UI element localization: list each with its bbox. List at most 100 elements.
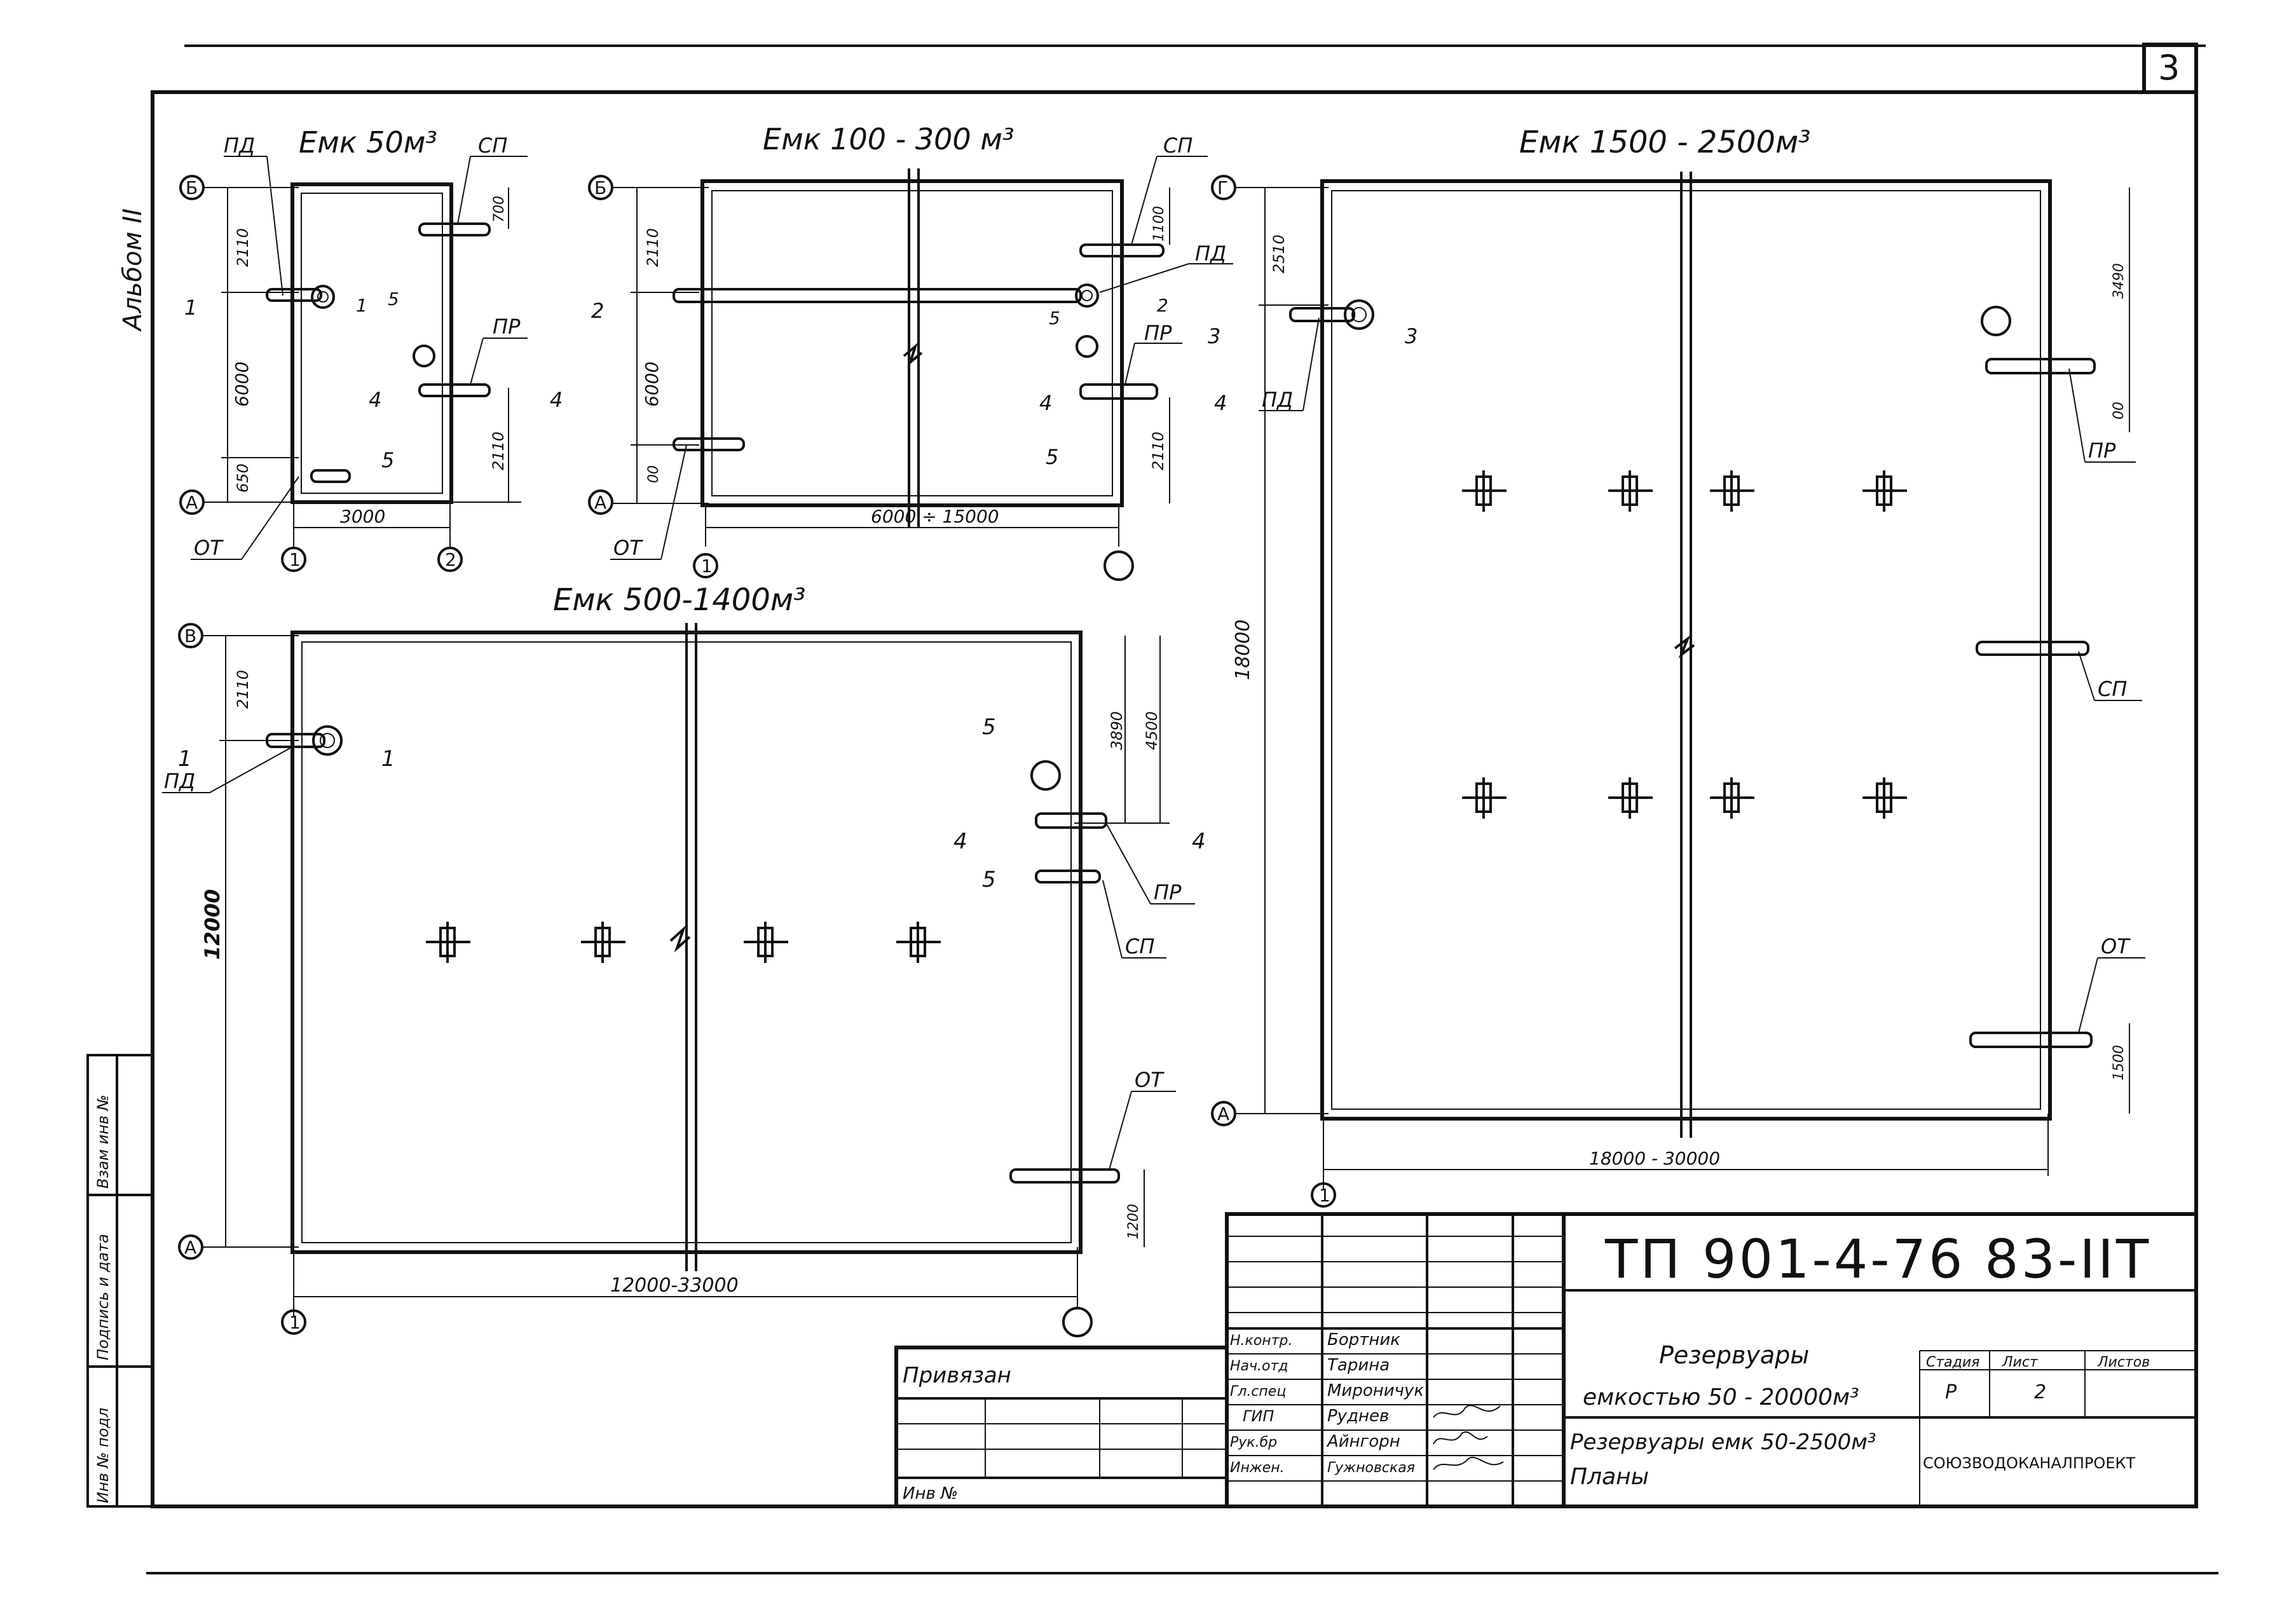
svg-text:Тарина: Тарина [1327,1356,1390,1375]
privyazan-label: Привязан [903,1363,1011,1388]
svg-text:4: 4 [1192,829,1206,854]
svg-text:Гужновская: Гужновская [1327,1460,1415,1476]
svg-text:Гл.спец: Гл.спец [1230,1384,1286,1400]
svg-text:3: 3 [1208,324,1220,348]
svg-text:2110: 2110 [1149,432,1167,470]
plan-1500-2500: Емк 1500 - 2500м³ Г А 1 2510 18000 3490 … [1208,125,2145,1208]
svg-text:Б: Б [594,177,606,198]
svg-text:1: 1 [178,746,192,772]
plan-100-300: Емк 100 - 300 м³ Б А 1 2110 6000 00 1100… [588,122,1233,581]
svg-text:А: А [186,492,198,513]
svg-text:ГИП: ГИП [1243,1407,1274,1425]
pipe-pr [1079,383,1158,400]
plan-50: Емк 50м³ Б А 1 2 2110 6000 650 700 2110 … [179,125,563,572]
org-name: СОЮЗВОДОКАНАЛПРОЕКТ [1923,1454,2136,1472]
side-stamp-inv: Инв № подл [94,1408,112,1503]
pipe-pd-long [673,288,1082,303]
svg-text:2110: 2110 [234,228,252,267]
svg-text:СП: СП [478,133,507,158]
pipe-pd [266,733,325,748]
svg-text:2: 2 [2034,1381,2046,1403]
pipe-ot [1009,1168,1120,1184]
svg-text:2110: 2110 [234,670,252,709]
svg-text:ПД: ПД [224,133,255,158]
svg-text:00: 00 [646,465,662,483]
svg-text:4: 4 [1214,391,1227,415]
svg-text:2110: 2110 [489,432,507,470]
svg-text:2110: 2110 [644,228,662,267]
column-row [426,922,941,963]
svg-text:ПД: ПД [1262,388,1293,412]
svg-text:2: 2 [1157,295,1168,316]
signature-3 [1433,1457,1504,1470]
svg-text:5: 5 [1049,308,1060,329]
svg-text:1: 1 [701,556,713,577]
svg-text:Г: Г [1217,177,1228,198]
plan-500-title: Емк 500-1400м³ [553,582,805,618]
signature-1 [1433,1405,1501,1418]
sheet-frame [86,43,2218,1574]
svg-text:ОТ: ОТ [1135,1068,1165,1092]
column-grid [1462,470,1907,819]
svg-text:5: 5 [982,714,996,740]
page-number-box [2142,43,2198,94]
signature-2 [1433,1431,1488,1445]
object-title-1: Резервуары [1659,1341,1809,1369]
svg-text:ОТ: ОТ [2101,934,2131,959]
svg-text:18000: 18000 [1232,620,1254,680]
drawing-code: ТП 901-4-76 83-IIТ [1604,1228,2151,1290]
svg-text:А: А [1217,1103,1229,1124]
svg-text:5: 5 [388,289,399,310]
svg-text:3890: 3890 [1108,711,1126,750]
svg-text:4: 4 [550,388,563,412]
svg-text:4: 4 [1039,391,1052,415]
pipe-pr [1035,812,1107,829]
svg-text:Инжен.: Инжен. [1230,1460,1285,1476]
svg-text:В: В [184,625,196,646]
svg-text:1: 1 [381,746,395,772]
svg-text:5: 5 [1046,445,1058,469]
svg-text:6000: 6000 [641,362,662,407]
svg-text:Р: Р [1945,1381,1957,1403]
svg-text:ПР: ПР [1144,321,1172,345]
svg-text:ПР: ПР [493,315,521,339]
pipe-sp [1976,641,2089,656]
album-label: Альбом II [118,208,147,332]
svg-text:3490: 3490 [2111,263,2127,299]
svg-text:А: А [184,1237,196,1258]
pipe-pd [266,288,322,302]
page-number: 3 [2158,48,2180,88]
svg-text:Н.контр.: Н.контр. [1230,1333,1292,1349]
svg-text:Мироничук: Мироничук [1327,1381,1424,1400]
drawing-title-2: Планы [1570,1464,1649,1490]
svg-text:650: 650 [234,463,252,493]
side-stamp-vzam: Взам инв № [94,1095,112,1189]
plan-500-1400: Емк 500-1400м³ В А 1 2110 12000 3890 450… [162,582,1206,1337]
svg-text:1: 1 [356,295,367,316]
svg-text:Руднев: Руднев [1327,1407,1389,1426]
svg-text:2: 2 [591,299,604,323]
svg-text:СП: СП [1163,133,1192,158]
svg-text:1100: 1100 [1151,206,1167,242]
svg-text:1: 1 [184,296,197,320]
privyazan-block [894,1346,1229,1508]
svg-text:Б: Б [186,177,198,198]
axis-bubble-1 [281,547,306,572]
side-stamp-sign: Подпись и дата [94,1234,112,1360]
svg-text:4500: 4500 [1143,711,1161,750]
svg-text:6000 ÷ 15000: 6000 ÷ 15000 [871,506,999,527]
svg-text:12000-33000: 12000-33000 [610,1274,739,1297]
axis-bubble-b [179,175,205,200]
svg-text:ПР: ПР [2088,439,2116,463]
svg-text:2: 2 [445,549,456,570]
svg-text:Айнгорн: Айнгорн [1326,1432,1400,1451]
inv-no-label: Инв № [903,1484,958,1503]
plan-100-title: Емк 100 - 300 м³ [763,122,1014,156]
svg-text:Лист: Лист [2002,1354,2039,1370]
pipe-pr [1985,358,2096,374]
svg-text:1: 1 [289,549,301,570]
pipe-pr [418,383,491,397]
svg-text:ПД: ПД [1195,242,1226,266]
svg-text:Стадия: Стадия [1926,1354,1979,1370]
